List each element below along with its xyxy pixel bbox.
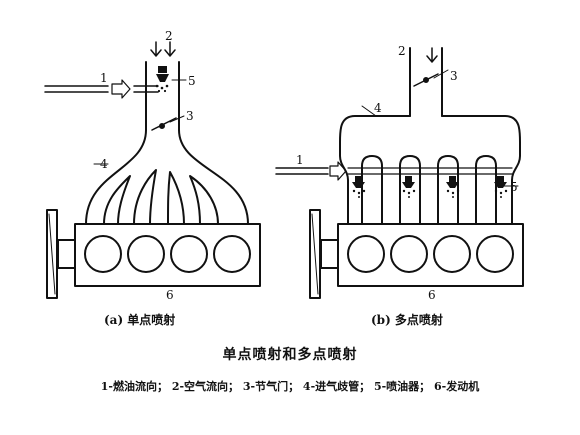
cylinder-a-2 bbox=[127, 235, 165, 273]
injectors-b bbox=[352, 176, 508, 198]
pulley-hub-b bbox=[320, 239, 339, 269]
intake-manifold-a bbox=[85, 129, 249, 225]
single-point-diagram bbox=[44, 41, 261, 299]
figure-title: 单点喷射和多点喷射 bbox=[222, 347, 358, 363]
label-b-engine: 6 bbox=[428, 288, 436, 302]
label-a-throttle: 3 bbox=[186, 109, 194, 123]
caption-single-point: (a) 单点喷射 bbox=[104, 313, 176, 327]
label-a-injector: 5 bbox=[188, 74, 196, 88]
label-b-manifold: 4 bbox=[374, 101, 382, 115]
cylinder-b-2 bbox=[390, 235, 428, 273]
throttle-valve-a bbox=[151, 117, 177, 131]
label-a-fuel: 1 bbox=[100, 71, 108, 85]
label-b-injector: 5 bbox=[510, 180, 518, 194]
cylinder-a-4 bbox=[213, 235, 251, 273]
pulley-disc-a bbox=[46, 209, 58, 299]
air-flow-arrow-b bbox=[426, 47, 438, 63]
pulley-hub-a bbox=[57, 239, 76, 269]
cylinder-a-3 bbox=[170, 235, 208, 273]
label-a-engine: 6 bbox=[166, 288, 174, 302]
cylinder-b-3 bbox=[433, 235, 471, 273]
injector-a bbox=[155, 66, 169, 93]
intake-manifold-b bbox=[339, 115, 521, 225]
runners-b bbox=[361, 155, 497, 225]
label-a-manifold: 4 bbox=[100, 157, 108, 171]
caption-multi-point: (b) 多点喷射 bbox=[371, 313, 443, 327]
throttle-valve-b bbox=[413, 73, 439, 87]
engine-block-b bbox=[337, 223, 524, 287]
fuel-line-b bbox=[275, 161, 513, 181]
multi-point-diagram bbox=[275, 47, 524, 299]
figure-legend: 1-燃油流向； 2-空气流向； 3-节气门； 4-进气歧管； 5-喷油器； 6-… bbox=[100, 380, 480, 393]
engine-block-a bbox=[74, 223, 261, 287]
air-flow-arrows-a bbox=[150, 41, 176, 57]
fuel-line-a bbox=[44, 79, 159, 99]
cylinder-b-4 bbox=[476, 235, 514, 273]
label-b-air: 2 bbox=[398, 44, 406, 58]
pulley-disc-b bbox=[309, 209, 321, 299]
cylinder-a-1 bbox=[84, 235, 122, 273]
label-b-throttle: 3 bbox=[450, 69, 458, 83]
cylinder-b-1 bbox=[347, 235, 385, 273]
label-b-fuel: 1 bbox=[296, 153, 304, 167]
label-a-air: 2 bbox=[165, 29, 173, 43]
